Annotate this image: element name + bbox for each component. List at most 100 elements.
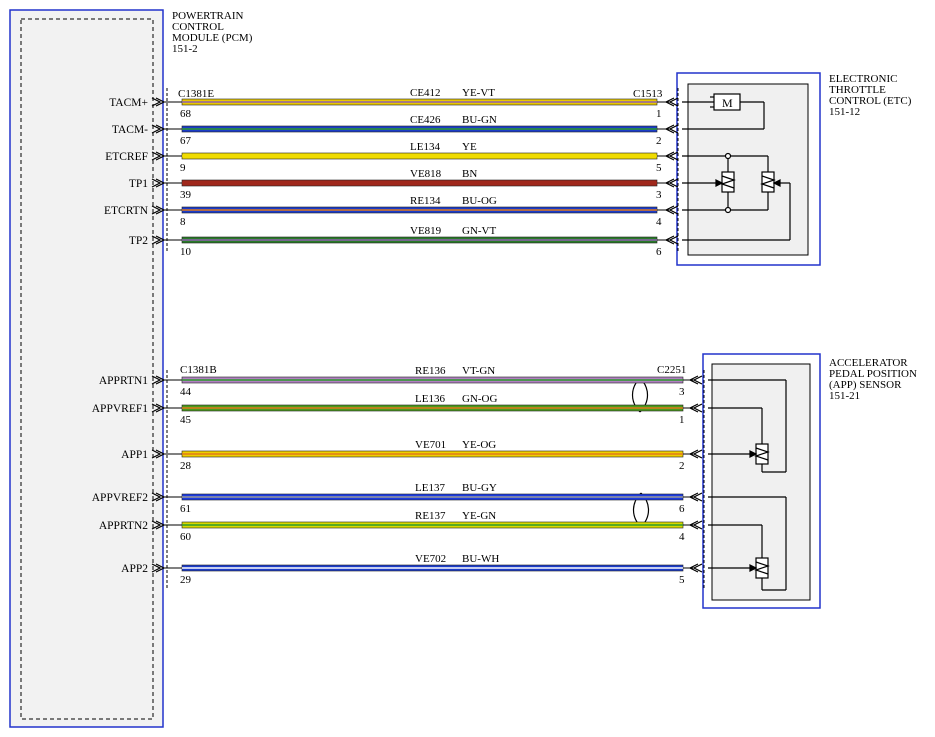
pcm-title-line: MODULE (PCM) (172, 32, 253, 44)
signal-label: APPRTN1 (99, 375, 148, 387)
app-internal-circuit (708, 379, 787, 591)
signal-label: ETCREF (105, 151, 148, 163)
circuit-id: VE702 (415, 553, 446, 565)
etc-title-line: 151-12 (829, 106, 860, 118)
wire-color-code: YE-OG (462, 439, 496, 451)
device-terminal-arrow-icon (688, 375, 703, 385)
app-title-line: PEDAL POSITION (829, 368, 917, 380)
etc-title-line: CONTROL (ETC) (829, 95, 912, 107)
device-pin: 6 (656, 246, 662, 258)
signal-label: ETCRTN (104, 205, 149, 217)
device-pin: 3 (656, 189, 662, 201)
wire-color-code: YE (462, 141, 477, 153)
pcm-pin: 28 (180, 460, 192, 472)
circuit-id: CE426 (410, 114, 441, 126)
device-pin: 4 (679, 531, 685, 543)
device-terminal-arrow-icon (664, 97, 679, 107)
signal-label: APP1 (121, 449, 148, 461)
device-pin: 6 (679, 503, 685, 515)
wire-color-code: YE-GN (462, 510, 496, 522)
wire-color-code: BU-OG (462, 195, 497, 207)
device-terminal-arrow-icon (688, 563, 703, 573)
pcm-title-line: CONTROL (172, 21, 224, 33)
signal-label: APPVREF2 (92, 492, 148, 504)
device-pin: 1 (679, 414, 685, 426)
pcm-title-line: 151-2 (172, 43, 198, 55)
circuit-id: RE137 (415, 510, 446, 522)
signal-label: TACM+ (109, 97, 148, 109)
pcm-module (9, 9, 164, 728)
app-title-line: 151-21 (829, 390, 860, 402)
circuit-id: LE134 (410, 141, 440, 153)
device-terminal-arrow-icon (688, 403, 703, 413)
circuit-id: VE701 (415, 439, 446, 451)
circuit-id: RE136 (415, 365, 446, 377)
wire-color-code: VT-GN (462, 365, 495, 377)
device-terminal-arrow-icon (664, 235, 679, 245)
pcm-pin: 9 (180, 162, 186, 174)
motor-label: M (722, 96, 733, 110)
signal-label: APPVREF1 (92, 403, 148, 415)
device-pin: 4 (656, 216, 662, 228)
pcm-title: POWERTRAIN CONTROL MODULE (PCM) 151-2 (172, 10, 253, 55)
wire-color-code: GN-OG (462, 393, 497, 405)
device-terminal-arrow-icon (688, 520, 703, 530)
app-sensor-1-icon (754, 443, 770, 465)
circuit-id: LE137 (415, 482, 445, 494)
wire-color-code: GN-VT (462, 225, 496, 237)
app-title-line: ACCELERATOR (829, 357, 908, 369)
app-title-line: (APP) SENSOR (829, 379, 902, 391)
device-terminal-arrow-icon (664, 124, 679, 134)
etc-internal-circuit (682, 93, 791, 241)
device-terminal-arrow-icon (664, 178, 679, 188)
etc-module (676, 72, 821, 266)
wire-color-code: BU-GN (462, 114, 497, 126)
pcm-pin: 60 (180, 531, 192, 543)
device-pin: 2 (679, 460, 685, 472)
device-terminal-arrow-icon (664, 151, 679, 161)
pcm-pin: 10 (180, 246, 192, 258)
pcm-pin: 39 (180, 189, 192, 201)
signal-label: TP2 (129, 235, 148, 247)
circuit-id: VE819 (410, 225, 442, 237)
circuit-id: CE412 (410, 87, 441, 99)
device-pin: 5 (679, 574, 685, 586)
pcm-pin: 45 (180, 414, 192, 426)
wire-color-code: BU-WH (462, 553, 499, 565)
device-terminal-arrow-icon (688, 449, 703, 459)
etc-title: ELECTRONIC THROTTLE CONTROL (ETC) 151-12 (829, 73, 912, 118)
circuit-id: LE136 (415, 393, 445, 405)
etc-pcm-connector: C1381E (178, 88, 214, 100)
device-pin: 5 (656, 162, 662, 174)
etc-title-line: ELECTRONIC (829, 73, 897, 85)
app-title: ACCELERATOR PEDAL POSITION (APP) SENSOR … (829, 357, 917, 402)
pcm-pin: 61 (180, 503, 191, 515)
circuit-id: VE818 (410, 168, 442, 180)
signal-label: APPRTN2 (99, 520, 148, 532)
wire-color-code: BN (462, 168, 477, 180)
pcm-pin: 44 (180, 386, 192, 398)
device-pin: 2 (656, 135, 662, 147)
signal-label: TACM- (112, 124, 148, 136)
app-device-connector: C2251 (657, 364, 686, 376)
device-terminal-arrow-icon (688, 492, 703, 502)
potentiometer-1-icon (720, 171, 736, 193)
device-pin: 3 (679, 386, 685, 398)
motor-icon (710, 93, 741, 111)
pcm-pin: 68 (180, 108, 192, 120)
device-pin: 1 (656, 108, 662, 120)
pcm-pin: 67 (180, 135, 192, 147)
wire-color-code: BU-GY (462, 482, 497, 494)
signal-label: APP2 (121, 563, 148, 575)
pcm-pin: 29 (180, 574, 192, 586)
pcm-pin: 8 (180, 216, 186, 228)
pcm-title-line: POWERTRAIN (172, 10, 244, 22)
app-sensor-2-icon (754, 557, 770, 579)
app-pcm-connector: C1381B (180, 364, 217, 376)
signal-label: TP1 (129, 178, 148, 190)
wire-color-code: YE-VT (462, 87, 495, 99)
device-terminal-arrow-icon (664, 205, 679, 215)
